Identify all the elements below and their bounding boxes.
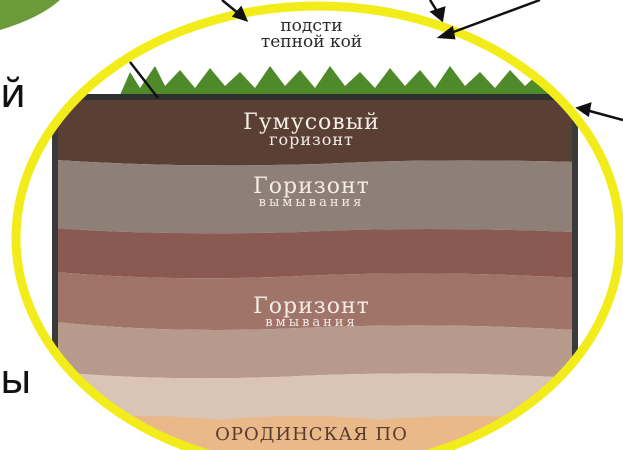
humus-horizon-label-line2: горизонт (0, 132, 623, 148)
bedrock-label: ОРОДИНСКАЯ ПО (0, 426, 623, 444)
side-letter-lower: ы (0, 360, 32, 400)
illuvial-band-3 (55, 322, 575, 378)
top-caption-line2: тепной кой (0, 34, 623, 51)
illuvial-horizon-label-line2: вмывания (0, 316, 623, 329)
side-letter-upper: й (0, 74, 26, 114)
profile-wall-right (572, 100, 578, 450)
illuvial-band-4 (55, 372, 575, 420)
illuvial-band-1 (55, 228, 575, 278)
profile-wall-left (52, 100, 58, 450)
eluvial-horizon-label-line2: вымывания (0, 196, 623, 209)
